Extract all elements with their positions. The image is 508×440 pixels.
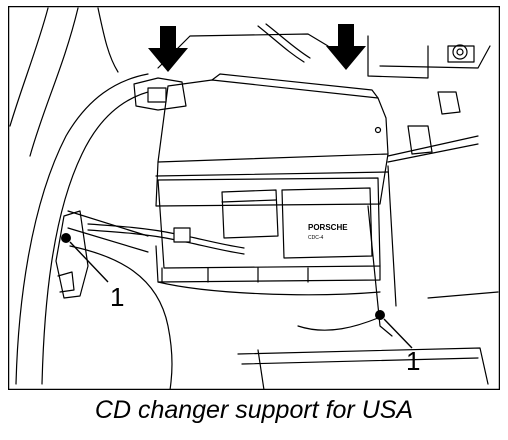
changer-door-right [281,187,373,259]
figure-caption: CD changer support for USA [94,396,414,424]
callout-label-left: 1 [110,282,124,312]
pillar-line-1 [9,7,49,127]
left-bracket [55,210,89,299]
right-cable [387,135,479,157]
device-brand: PORSCHE [308,223,348,232]
lower-right-panel [237,347,489,385]
lower-right-panel-2 [241,357,479,365]
right-support [367,205,393,337]
right-cable-2 [387,143,479,163]
cd-changer-drawing: PORSCHE CDC-4 1 1 [8,6,500,390]
cable-top [257,25,305,63]
top-right-bolt-plate [447,45,475,63]
right-floor-line [427,291,499,299]
technical-illustration: PORSCHE CDC-4 1 1 [8,6,500,390]
top-right-bolt-outer [452,44,468,60]
carpet-curve [69,245,173,390]
pillar-line-3 [97,7,119,73]
pillar-line-2 [29,7,79,157]
left-top-clip [147,87,167,103]
left-fastener [61,233,71,243]
top-right-bolt-inner [456,48,464,56]
line-art [9,7,499,390]
rail-lower-curve [157,281,381,296]
bracket-arm-bottom [67,227,149,253]
left-bracket-tab [57,271,75,293]
lower-cable [297,317,379,331]
figure-frame [8,6,500,390]
trim-curve-inner [41,89,157,385]
left-leader-line [69,241,109,283]
changer-seam [155,171,389,177]
wire-connector [173,227,191,243]
arrow-down-left-icon [148,26,188,72]
right-support-edge [387,165,397,307]
device-model: CDC-4 [308,235,323,241]
right-leader-line [383,318,413,349]
trim-curve-outer [15,73,149,385]
left-top-bracket [133,77,187,111]
changer-side-upper [155,153,389,207]
changer-top-rim [211,73,379,99]
callout-label-right: 1 [406,346,420,376]
changer-door-slot [221,199,277,203]
changer-door-left [221,189,279,239]
arrow-down-right-icon [326,24,366,70]
bracket-arm-top [67,210,149,237]
right-fastener [375,310,385,320]
lower-panel-edge [257,349,265,390]
upper-right-ledge [379,45,491,69]
cable-top-2 [265,23,311,59]
right-clip-mid [407,125,433,155]
changer-screw [374,126,382,134]
lower-rail [155,245,381,283]
right-clip-upper [437,91,461,115]
upper-right-panel [367,35,429,79]
